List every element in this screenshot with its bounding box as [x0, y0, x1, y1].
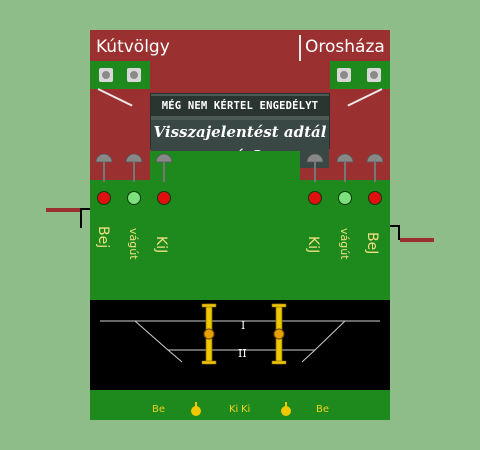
- be-left-label: Be: [152, 404, 166, 415]
- right-diagonal-line: [347, 88, 383, 107]
- left-approach-track-link: [80, 208, 90, 210]
- right-label-bej: BeJ: [364, 232, 380, 255]
- track-lines: [100, 303, 380, 365]
- track-label-2: II: [238, 347, 247, 360]
- left-signal-post-3: [155, 153, 173, 182]
- station-left-title: Kútvölgy: [96, 37, 170, 57]
- left-label-vagut: vágút: [127, 228, 140, 260]
- right-approach-track: [400, 238, 434, 242]
- right-lamp-bej[interactable]: [368, 191, 382, 205]
- right-signal-post-1: [306, 153, 324, 182]
- ki-button[interactable]: [279, 402, 293, 418]
- left-label-bej: Bej: [95, 226, 111, 249]
- right-signal-post-2: [336, 153, 354, 182]
- right-label-vagut: vágút: [338, 228, 351, 260]
- right-route-button-1[interactable]: [337, 68, 351, 82]
- switch-left[interactable]: [201, 303, 217, 365]
- signal-control-panel: Kútvölgy Orosháza MÉG NEM KÉRTEL ENGEDÉL…: [90, 30, 390, 420]
- switch-right[interactable]: [271, 303, 287, 365]
- left-diagonal-line: [97, 88, 133, 107]
- left-approach-track-drop: [80, 208, 82, 228]
- ki-right-label: Ki: [241, 404, 251, 415]
- right-route-button-2[interactable]: [367, 68, 381, 82]
- right-label-kij: KiJ: [305, 236, 321, 254]
- right-lamp-vagut[interactable]: [338, 191, 352, 205]
- be-right-label: Be: [316, 404, 330, 415]
- track-label-1: I: [241, 319, 246, 332]
- left-label-kij: KiJ: [153, 236, 169, 254]
- right-lamp-kij[interactable]: [308, 191, 322, 205]
- station-right-title: Orosháza: [305, 37, 385, 57]
- right-approach-track-link: [390, 225, 400, 227]
- left-route-button-1[interactable]: [99, 68, 113, 82]
- warning-banner: MÉG NEM KÉRTEL ENGEDÉLYT Visszajelentést…: [150, 93, 330, 168]
- left-signal-post-2: [125, 153, 143, 182]
- left-lamp-bej[interactable]: [97, 191, 111, 205]
- right-signal-posts: [306, 153, 384, 182]
- left-approach-track: [46, 208, 80, 212]
- right-signal-post-3: [366, 153, 384, 182]
- left-route-button-2[interactable]: [127, 68, 141, 82]
- banner-line-1: MÉG NEM KÉRTEL ENGEDÉLYT: [151, 96, 329, 116]
- bottom-control-strip: Be Ki Ki Be: [90, 390, 390, 420]
- left-signal-post-1: [95, 153, 113, 182]
- left-signal-posts: [95, 153, 173, 182]
- be-left-button[interactable]: [189, 402, 203, 418]
- ki-left-label: Ki: [229, 404, 239, 415]
- title-divider: [299, 35, 301, 61]
- left-lamp-vagut[interactable]: [127, 191, 141, 205]
- left-lamp-kij[interactable]: [157, 191, 171, 205]
- right-approach-track-drop: [398, 225, 400, 240]
- track-diagram: I II: [90, 300, 390, 390]
